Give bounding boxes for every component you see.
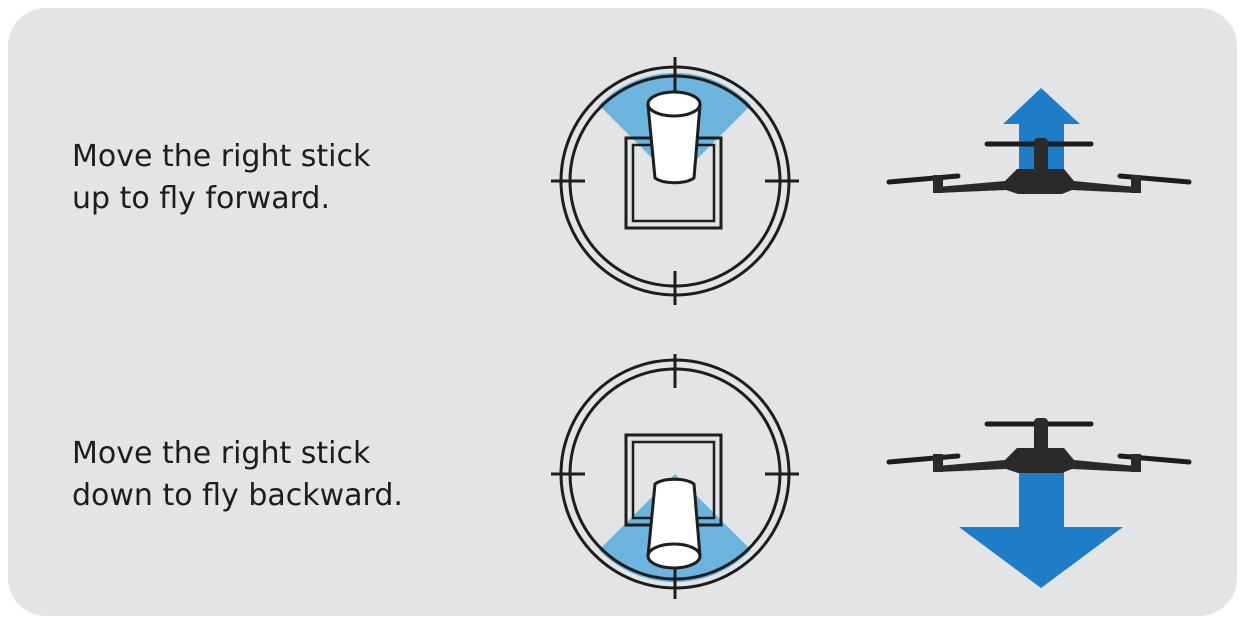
stick-cap [648,544,700,568]
motor-hub [1131,175,1141,193]
drone-body [937,448,1136,473]
backward-arrow-icon [959,470,1123,588]
motor-hub [1131,454,1141,472]
motor-hub [933,454,943,472]
motor-hub [933,175,943,193]
control-stick-down-icon [551,354,799,599]
drone-mast [1034,418,1048,452]
drone-body [937,169,1136,194]
stick-cap [648,92,700,116]
rotor-blade [889,176,958,182]
rotor-blade [1120,456,1189,462]
control-stick-up-icon [551,57,799,305]
rotor-blade [889,456,958,462]
rotor-blade [1120,176,1189,182]
drone-forward-icon [889,88,1189,194]
drone-mast [1034,138,1048,172]
drone-backward-icon [889,418,1189,588]
